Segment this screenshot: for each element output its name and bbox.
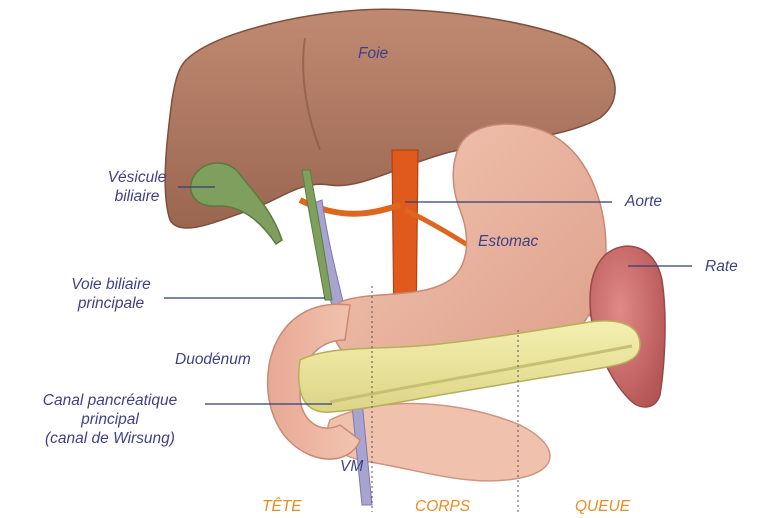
label-foie-text: Foie bbox=[358, 44, 388, 63]
label-estomac: Estomac bbox=[478, 232, 538, 251]
label-canal-line1: Canal pancréatique bbox=[14, 391, 206, 410]
label-vesicule: Vésicule biliaire bbox=[96, 168, 178, 206]
label-duodenum: Duodénum bbox=[175, 350, 251, 369]
label-aorte-text: Aorte bbox=[625, 192, 662, 211]
label-voie-line1: Voie biliaire bbox=[58, 275, 164, 294]
label-canal-line3: (canal de Wirsung) bbox=[14, 429, 206, 448]
label-foie: Foie bbox=[358, 44, 388, 63]
label-vm: VM bbox=[340, 457, 363, 476]
section-corps: CORPS bbox=[415, 497, 470, 516]
label-vm-text: VM bbox=[340, 457, 363, 476]
label-vesicule-line2: biliaire bbox=[96, 187, 178, 206]
section-queue-text: QUEUE bbox=[575, 497, 630, 516]
label-aorte: Aorte bbox=[625, 192, 662, 211]
section-queue: QUEUE bbox=[575, 497, 630, 516]
label-vesicule-line1: Vésicule bbox=[96, 168, 178, 187]
label-estomac-text: Estomac bbox=[478, 232, 538, 251]
section-tete-text: TÊTE bbox=[262, 497, 302, 516]
label-canal-line2: principal bbox=[14, 410, 206, 429]
label-rate: Rate bbox=[705, 257, 738, 276]
section-corps-text: CORPS bbox=[415, 497, 470, 516]
label-voie-biliaire: Voie biliaire principale bbox=[58, 275, 164, 313]
section-tete: TÊTE bbox=[262, 497, 302, 516]
label-canal-pancreatique: Canal pancréatique principal (canal de W… bbox=[14, 391, 206, 448]
label-duodenum-text: Duodénum bbox=[175, 350, 251, 369]
label-voie-line2: principale bbox=[58, 294, 164, 313]
label-rate-text: Rate bbox=[705, 257, 738, 276]
